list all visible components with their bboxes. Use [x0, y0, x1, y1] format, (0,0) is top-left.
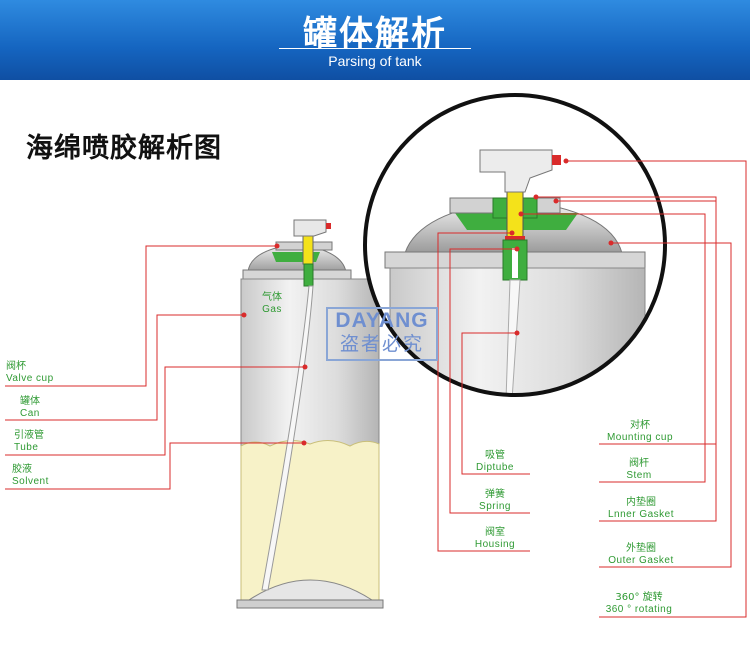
label-stem-cn: 阀杆	[629, 458, 649, 469]
label-tube: 引液管 Tube	[14, 430, 44, 454]
header-banner: 罐体解析 Parsing of tank	[0, 0, 750, 80]
label-outer-gasket-en: Outer Gasket	[608, 555, 674, 566]
zoom-housing-slot	[512, 248, 518, 278]
label-gas-en: Gas	[262, 304, 282, 315]
label-tube-cn: 引液管	[14, 430, 44, 441]
label-stem-en: Stem	[626, 470, 652, 481]
page-title: 罐体解析	[303, 14, 447, 54]
leader-rotating	[566, 160, 747, 618]
label-solvent-cn: 胶液	[12, 464, 32, 475]
label-can-en: Can	[20, 408, 40, 419]
watermark-brand: DAYANG	[335, 309, 429, 332]
small-can-tube	[261, 285, 314, 591]
leader-stem	[521, 213, 706, 483]
label-inner-gasket-cn: 内垫圈	[626, 497, 656, 508]
small-can-base	[236, 599, 384, 609]
label-mounting-cup-en: Mounting cup	[606, 432, 674, 443]
leader-solvent	[5, 442, 304, 490]
label-diptube-cn: 吸管	[485, 450, 505, 461]
small-can-bottom-dome	[247, 579, 374, 601]
label-gas: 气体 Gas	[262, 292, 282, 316]
small-can-solvent	[240, 440, 380, 601]
label-diptube: 吸管 Diptube	[472, 450, 518, 474]
label-inner-gasket-en: Lnner Gasket	[607, 509, 675, 520]
leader-housing	[437, 232, 530, 552]
leader-dots	[241, 158, 614, 446]
leader-valve-cup	[5, 245, 277, 387]
zoom-nozzle	[552, 155, 561, 165]
label-mounting-cup-cn: 对杯	[630, 420, 650, 431]
label-spring: 弹簧 Spring	[472, 489, 518, 513]
label-inner-gasket: 内垫圈 Lnner Gasket	[604, 497, 678, 521]
leader-lines	[5, 160, 747, 618]
title-underline	[279, 48, 471, 49]
label-valve-cup: 阀杯 Valve cup	[6, 361, 54, 385]
small-can-housing	[303, 263, 314, 287]
small-can-nozzle	[326, 223, 331, 229]
zoom-circle-border	[363, 93, 667, 397]
page-subtitle: Parsing of tank	[328, 53, 422, 69]
zoom-circle	[363, 93, 667, 397]
small-can	[236, 219, 384, 609]
zoom-diptube	[505, 279, 521, 395]
label-solvent-en: Solvent	[12, 476, 49, 487]
leader-outer-gasket	[599, 242, 732, 568]
label-housing-en: Housing	[474, 539, 516, 550]
label-tube-en: Tube	[14, 442, 39, 453]
leader-inner-gasket	[556, 200, 717, 522]
leader-spring	[449, 248, 530, 514]
label-outer-gasket-cn: 外垫圈	[626, 543, 656, 554]
small-can-rim	[242, 269, 352, 280]
label-can-cn: 罐体	[20, 396, 40, 407]
label-diptube-en: Diptube	[476, 462, 514, 473]
label-rotating-en: 360 ° rotating	[605, 604, 673, 615]
label-can: 罐体 Can	[20, 396, 40, 420]
label-valve-cup-en: Valve cup	[6, 373, 54, 384]
label-housing: 阀室 Housing	[470, 527, 520, 551]
label-valve-cup-cn: 阀杯	[6, 361, 26, 372]
label-gas-cn: 气体	[262, 292, 282, 303]
label-mounting-cup: 对杯 Mounting cup	[602, 420, 678, 444]
leader-can	[5, 314, 244, 421]
label-housing-cn: 阀室	[485, 527, 505, 538]
label-rotating: 360° 旋转 360 ° rotating	[598, 592, 680, 616]
label-spring-en: Spring	[479, 501, 511, 512]
label-spring-cn: 弹簧	[485, 489, 505, 500]
diagram-title: 海绵喷胶解析图	[26, 133, 222, 164]
zoom-stem-seal	[505, 236, 525, 241]
watermark-stamp: DAYANG 盗者必究	[326, 307, 438, 361]
label-rotating-cn: 360° 旋转	[615, 592, 663, 603]
leader-tube	[5, 366, 305, 456]
label-solvent: 胶液 Solvent	[12, 464, 49, 488]
leader-diptube	[461, 332, 530, 475]
label-stem: 阀杆 Stem	[616, 458, 662, 482]
label-outer-gasket: 外垫圈 Outer Gasket	[602, 543, 680, 567]
watermark-notice: 盗者必究	[339, 333, 424, 355]
small-can-actuator	[293, 219, 327, 237]
